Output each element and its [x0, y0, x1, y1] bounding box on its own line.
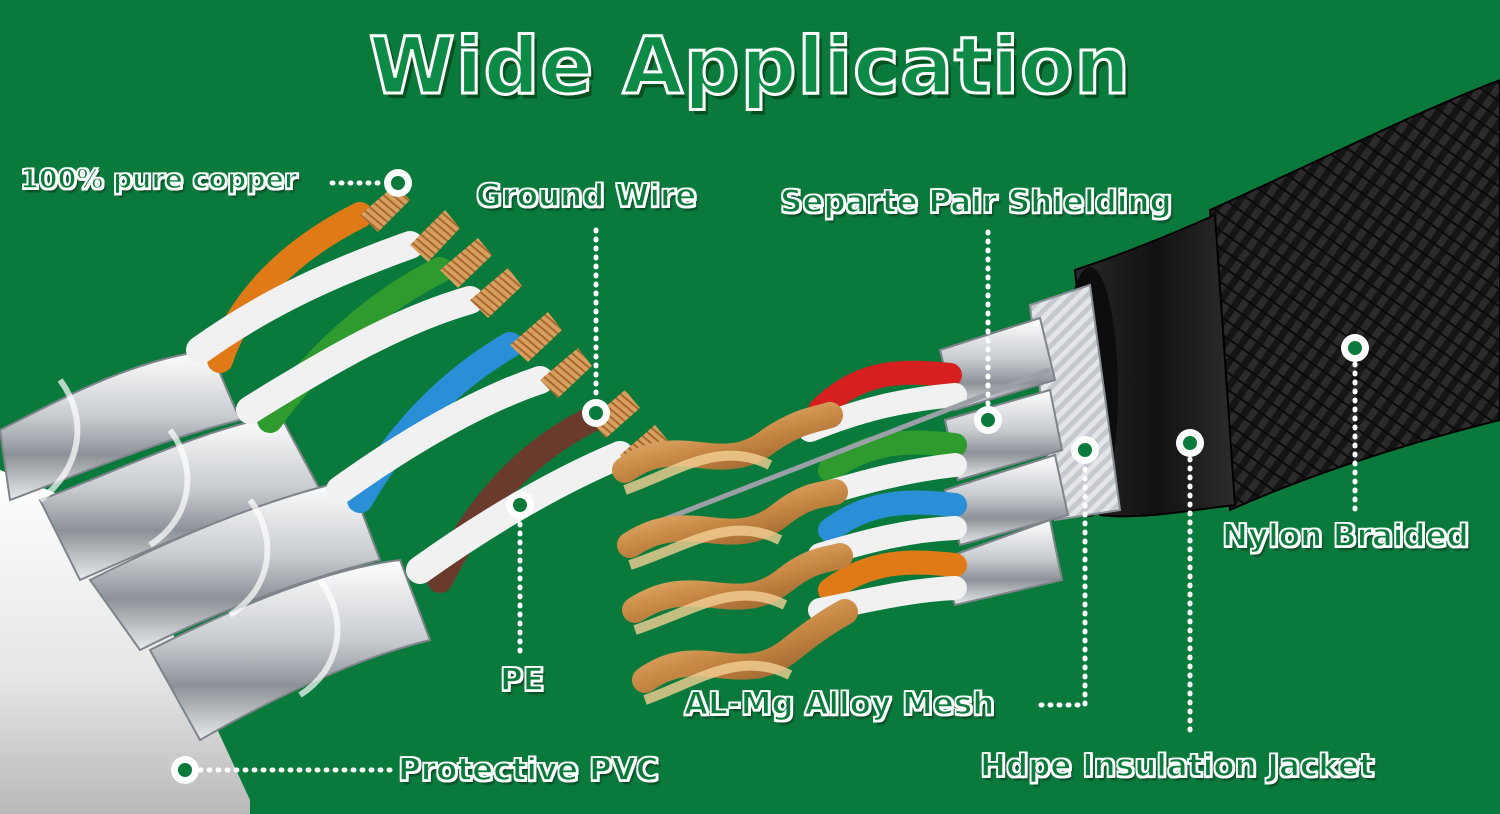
twisted-copper-strands [612, 402, 858, 705]
anchor-dots [171, 169, 1369, 784]
nylon-braid-sleeve [1208, 78, 1500, 512]
leader-lines [197, 180, 1358, 773]
left-cable [0, 185, 670, 814]
right-conductors [798, 360, 967, 622]
label-copper: 100% pure copper [19, 163, 298, 196]
label-pair-shielding: Separte Pair Shielding [779, 183, 1172, 221]
protective-pvc-jacket [0, 470, 250, 814]
right-cable [612, 78, 1500, 705]
label-mesh: AL-Mg Alloy Mesh [683, 685, 995, 723]
page-title: Wide Application [367, 21, 1132, 114]
label-ground-wire: Ground Wire [475, 177, 697, 215]
leader-mesh [1032, 457, 1088, 708]
label-protective-pvc: Protective PVC [397, 751, 659, 789]
left-conductors [186, 185, 670, 593]
drain-wire [649, 367, 1051, 528]
label-pe: PE [499, 661, 545, 699]
foil-shield-pairs [0, 348, 432, 742]
label-hdpe: Hdpe Insulation Jacket [979, 747, 1374, 785]
label-nylon: Nylon Braided [1221, 517, 1469, 555]
